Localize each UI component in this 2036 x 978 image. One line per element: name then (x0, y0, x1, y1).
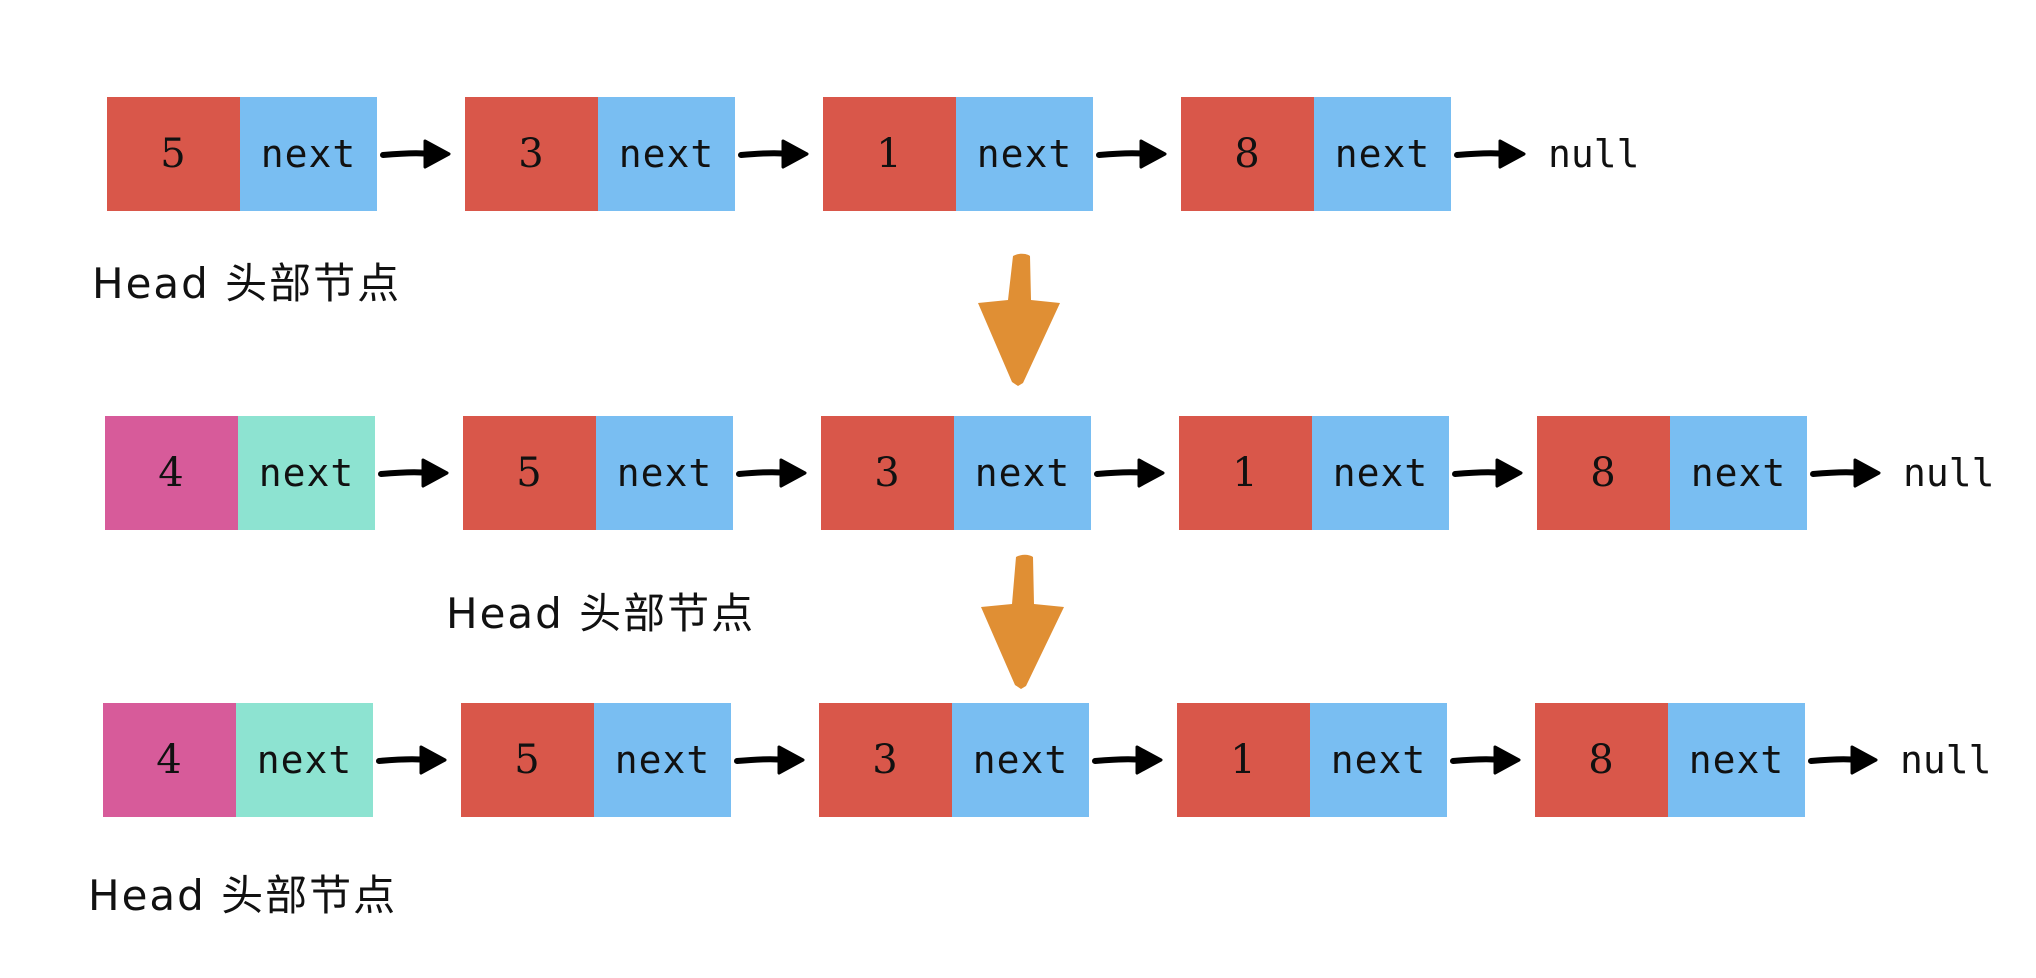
node-value: 3 (821, 416, 954, 530)
list-node: 5 next (461, 703, 731, 817)
list-row-1: 5 next 3 next 1 next 8 next null (0, 97, 2036, 211)
null-terminator: null (1900, 738, 1992, 782)
head-label: Head 头部节点 (88, 871, 398, 920)
link-arrow-icon (1808, 745, 1878, 775)
link-arrow-icon (1810, 458, 1881, 488)
node-next-pointer: next (236, 703, 373, 817)
node-value: 8 (1181, 97, 1314, 211)
list-node: 3 next (465, 97, 735, 211)
list-node: 4 next (105, 416, 375, 530)
node-value: 1 (1179, 416, 1312, 530)
node-value: 8 (1537, 416, 1670, 530)
link-arrow-icon (378, 458, 449, 488)
flow-arrows (978, 253, 1064, 689)
null-terminator: null (1903, 451, 1995, 495)
node-next-pointer: next (596, 416, 733, 530)
link-arrows (376, 139, 1881, 775)
list-node: 3 next (819, 703, 1089, 817)
node-next-pointer: next (594, 703, 731, 817)
link-arrow-icon (1094, 458, 1165, 488)
node-next-pointer: next (598, 97, 735, 211)
node-value: 4 (105, 416, 238, 530)
node-next-pointer: next (954, 416, 1091, 530)
node-value: 5 (461, 703, 594, 817)
list-node: 1 next (823, 97, 1093, 211)
node-next-pointer: next (956, 97, 1093, 211)
list-node: 5 next (107, 97, 377, 211)
node-value: 1 (823, 97, 956, 211)
node-value: 8 (1535, 703, 1668, 817)
node-next-pointer: next (1670, 416, 1807, 530)
link-arrow-icon (1454, 139, 1526, 169)
list-node: 5 next (463, 416, 733, 530)
head-label: Head 头部节点 (446, 589, 756, 638)
node-next-pointer: next (952, 703, 1089, 817)
node-value: 1 (1177, 703, 1310, 817)
list-node: 4 next (103, 703, 373, 817)
node-next-pointer: next (1668, 703, 1805, 817)
list-node: 3 next (821, 416, 1091, 530)
list-node: 1 next (1177, 703, 1447, 817)
node-value: 5 (107, 97, 240, 211)
node-value: 3 (465, 97, 598, 211)
link-arrow-icon (734, 745, 805, 775)
link-arrow-icon (380, 139, 451, 169)
head-label: Head 头部节点 (92, 259, 402, 308)
node-next-pointer: next (1314, 97, 1451, 211)
node-value: 5 (463, 416, 596, 530)
list-node: 1 next (1179, 416, 1449, 530)
node-next-pointer: next (1312, 416, 1449, 530)
list-node: 8 next (1181, 97, 1451, 211)
list-node: 8 next (1537, 416, 1807, 530)
link-arrow-icon (376, 745, 447, 775)
node-value: 4 (103, 703, 236, 817)
list-row-3: 4 next 5 next 3 next 1 next 8 next null (0, 703, 2036, 817)
link-arrow-icon (1450, 745, 1521, 775)
node-next-pointer: next (1310, 703, 1447, 817)
node-next-pointer: next (238, 416, 375, 530)
node-value: 3 (819, 703, 952, 817)
link-arrow-icon (1092, 745, 1163, 775)
link-arrow-icon (738, 139, 809, 169)
node-next-pointer: next (240, 97, 377, 211)
link-arrow-icon (1452, 458, 1523, 488)
flow-arrow-down-icon (978, 253, 1060, 386)
link-arrow-icon (1096, 139, 1167, 169)
null-terminator: null (1548, 132, 1640, 176)
link-arrow-icon (736, 458, 807, 488)
flow-arrow-down-icon (981, 554, 1064, 689)
list-node: 8 next (1535, 703, 1805, 817)
list-row-2: 4 next 5 next 3 next 1 next 8 next null (0, 416, 2036, 530)
